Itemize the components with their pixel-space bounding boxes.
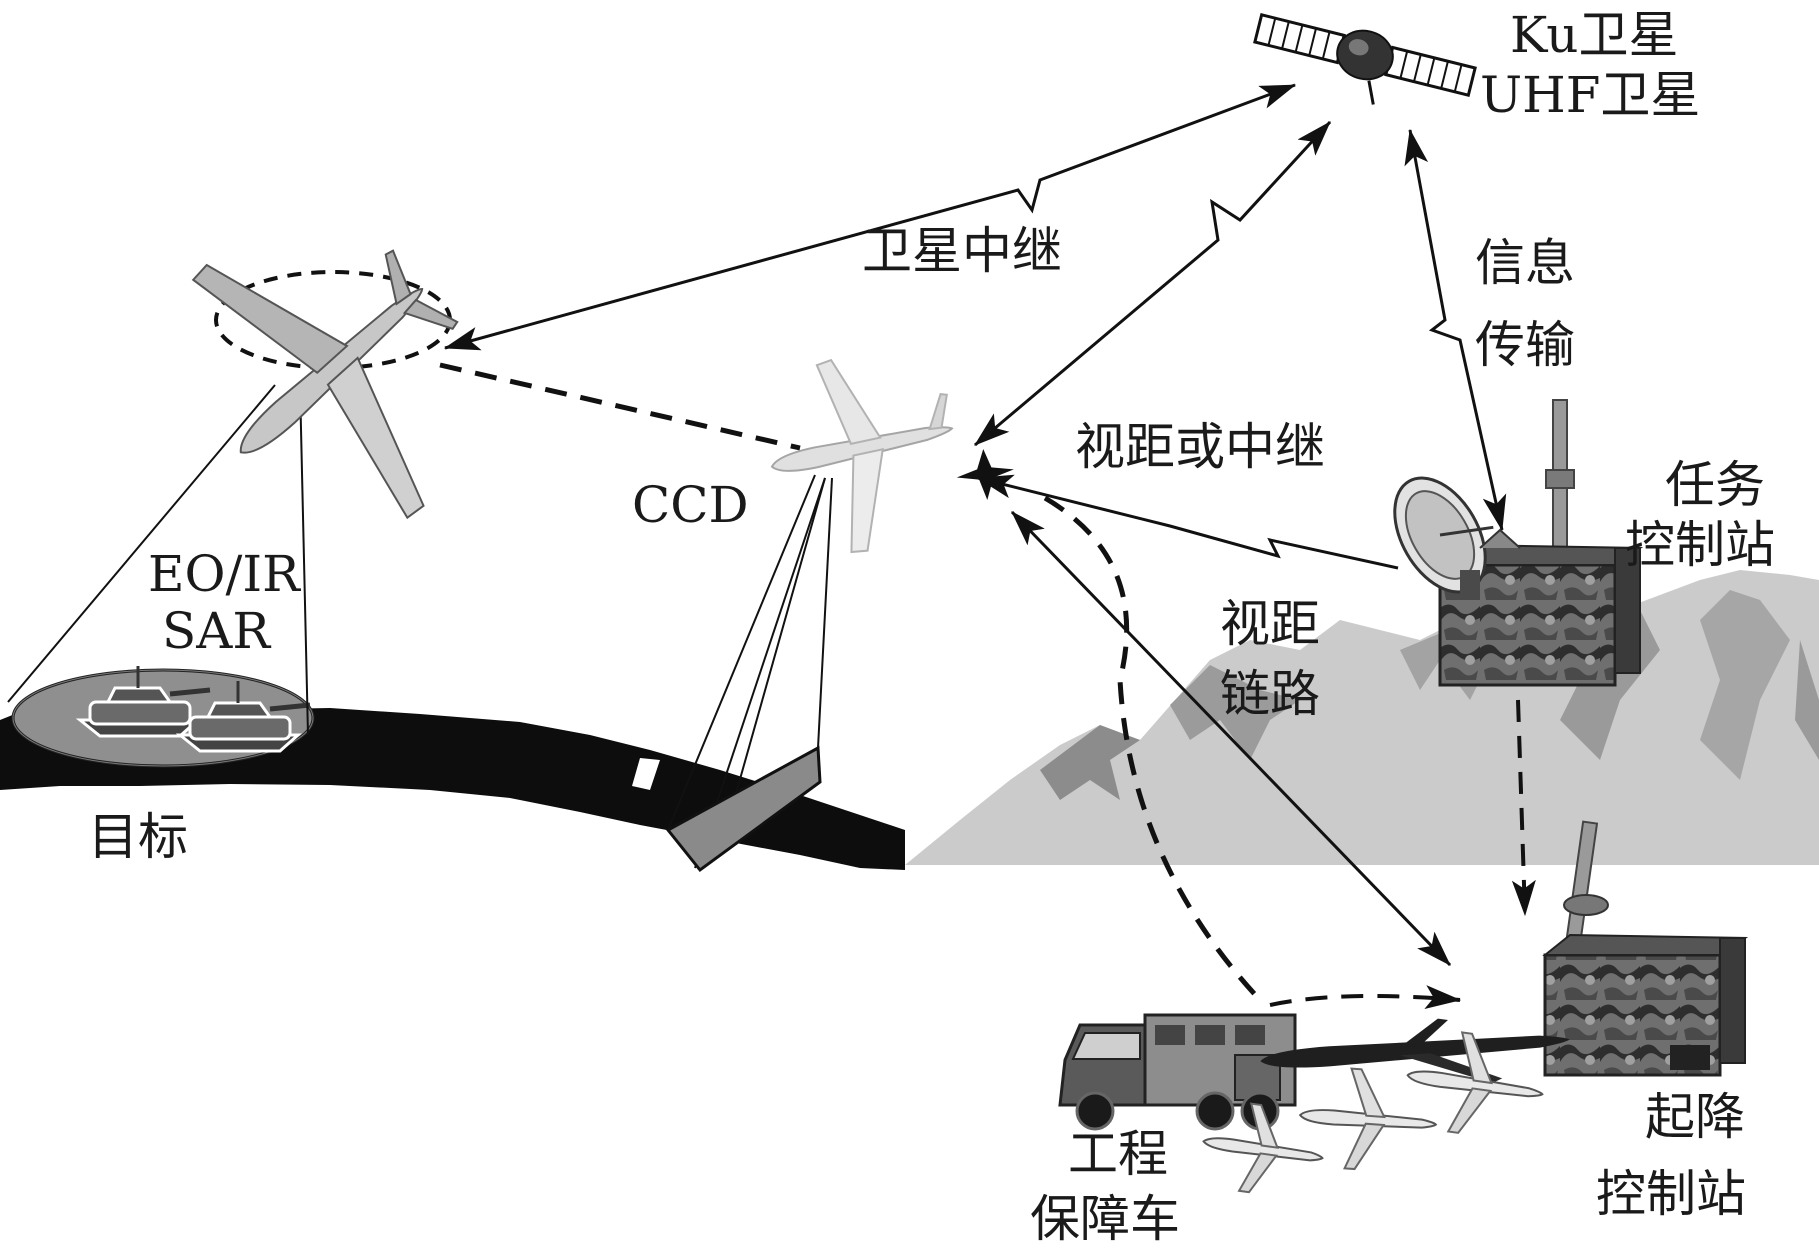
dish-antenna-icon <box>1393 476 1494 594</box>
mission-control-station <box>1393 399 1644 687</box>
ccd-footprint <box>665 745 822 873</box>
relay-star-icon <box>956 449 1014 500</box>
truck-station-dashed-link <box>1269 985 1462 1010</box>
uav-icon <box>1260 1018 1570 1084</box>
uav-icon <box>1298 1067 1438 1171</box>
sar-label: SAR <box>162 602 271 660</box>
mission-station-label-1: 任务 <box>1665 456 1765 514</box>
info-transfer-link <box>1404 128 1507 532</box>
satellite-star-link <box>974 120 1332 447</box>
eng-vehicle-label-2: 保障车 <box>1030 1190 1180 1248</box>
target-label: 目标 <box>88 808 188 866</box>
communication-links <box>443 83 1507 967</box>
launch-station-label-2: 控制站 <box>1596 1165 1746 1223</box>
star-truck-dashed-link <box>1043 495 1262 1002</box>
info-transfer-label-1: 信息 <box>1475 234 1575 292</box>
dashed-links <box>439 362 1536 1010</box>
satellite-relay-link <box>443 83 1297 351</box>
los-link-label-1: 视距 <box>1220 595 1320 653</box>
uav-icon <box>1202 1102 1324 1194</box>
eng-vehicle-label-1: 工程 <box>1068 1125 1168 1183</box>
ccd-label: CCD <box>632 476 749 534</box>
ground-uav-group <box>1202 1018 1570 1194</box>
uav-uav-dashed-link <box>439 362 801 451</box>
los-link <box>1010 510 1452 967</box>
launch-control-station <box>1542 820 1749 1077</box>
satellite-label-ku: Ku卫星 <box>1510 6 1679 64</box>
uav-icon <box>191 249 459 520</box>
eoir-label: EO/IR <box>148 545 300 603</box>
uav-icon <box>1406 1031 1544 1134</box>
mountain-range <box>905 570 1819 865</box>
launch-station-label-1: 起降 <box>1645 1088 1745 1146</box>
eoir-sensor-cone <box>7 384 309 736</box>
satellite-icon <box>1253 12 1477 105</box>
info-transfer-label-2: 传输 <box>1475 316 1575 374</box>
satellite-label-uhf: UHF卫星 <box>1480 66 1701 124</box>
mission-station-label-2: 控制站 <box>1625 516 1775 574</box>
satellite-relay-label: 卫星中继 <box>862 222 1062 280</box>
los-or-relay-link <box>976 474 1399 570</box>
tank-icon <box>175 681 311 753</box>
tank-icon <box>75 666 211 738</box>
uav-icon <box>770 358 954 554</box>
los-link-label-2: 链路 <box>1220 665 1320 723</box>
truck-icon <box>1058 1013 1297 1131</box>
los-or-relay-label: 视距或中继 <box>1075 418 1325 476</box>
